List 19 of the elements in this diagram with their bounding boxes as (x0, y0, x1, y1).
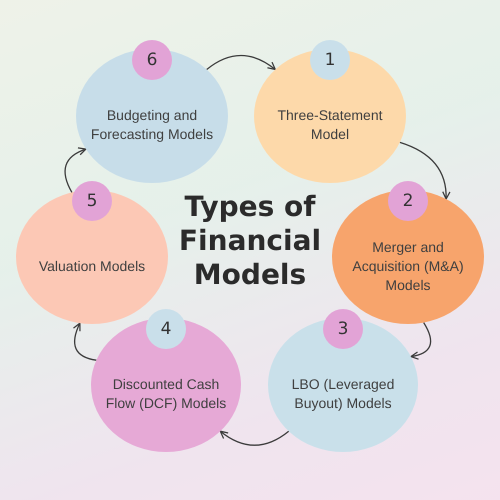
number-badge: 3 (323, 309, 363, 349)
curved-arrow (73, 322, 96, 361)
number-badge: 1 (310, 40, 350, 80)
node-label: Budgeting and Forecasting Models (90, 106, 214, 144)
node-label: Discounted Cash Flow (DCF) Models (104, 375, 228, 413)
node-label: Merger and Acquisition (M&A) Models (351, 238, 465, 294)
node-label: Three-Statement Model (276, 106, 384, 144)
curved-arrow (64, 148, 87, 193)
curved-arrow (220, 430, 290, 446)
node-label: Valuation Models (38, 256, 146, 276)
number-badge: 5 (72, 181, 112, 221)
curved-arrow (400, 142, 450, 200)
node-label: LBO (Leveraged Buyout) Models (290, 375, 396, 413)
number-badge: 2 (388, 181, 428, 221)
number-badge: 4 (146, 309, 186, 349)
curved-arrow (206, 54, 276, 70)
diagram-title: Types of Financial Models (178, 190, 322, 292)
number-badge: 6 (132, 40, 172, 80)
curved-arrow (410, 322, 432, 360)
